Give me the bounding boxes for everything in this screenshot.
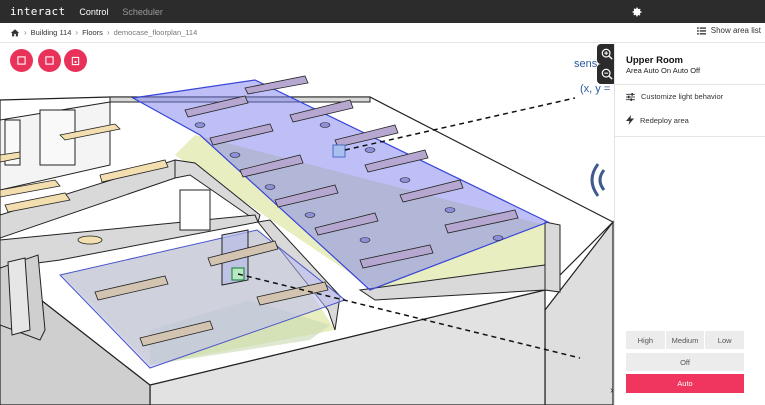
breadcrumb-building[interactable]: Building 114 xyxy=(30,28,72,37)
sensor-coordinate-label: (x, y = 1 xyxy=(580,83,614,95)
tab-control[interactable]: Control xyxy=(79,6,109,17)
breadcrumb-floors[interactable]: Floors xyxy=(82,28,103,37)
square-outline-icon xyxy=(17,56,26,65)
level-low-button[interactable]: Low xyxy=(705,331,745,349)
desk xyxy=(99,159,169,183)
desk xyxy=(274,184,339,208)
sensor-label: sens xyxy=(574,58,598,70)
chair xyxy=(359,237,371,243)
floorplan-map[interactable]: sens (x, y = 1 xyxy=(0,43,614,405)
door-panel xyxy=(7,257,31,336)
chair xyxy=(399,177,411,183)
app-logo: interact xyxy=(10,5,66,18)
zoom-in-button[interactable] xyxy=(597,44,614,64)
chair xyxy=(319,122,331,128)
select-area-tool[interactable] xyxy=(10,49,33,72)
sensor-marker[interactable] xyxy=(332,144,346,158)
desk xyxy=(289,99,354,123)
chair xyxy=(194,122,206,128)
show-area-list-label: Show area list xyxy=(710,26,761,35)
chair xyxy=(444,207,456,213)
desk xyxy=(239,154,304,178)
chair xyxy=(264,184,276,190)
draw-area-tool[interactable] xyxy=(38,49,61,72)
breadcrumb-separator: › xyxy=(75,28,79,37)
redeploy-area-action[interactable]: Redeploy area xyxy=(626,115,689,125)
round-table xyxy=(77,235,103,245)
list-icon xyxy=(696,26,706,35)
desk xyxy=(364,149,429,173)
breadcrumb-floorplan: democase_floorplan_114 xyxy=(113,28,198,37)
desk xyxy=(0,151,21,163)
doorway xyxy=(179,189,211,231)
top-bar: interact Control Scheduler xyxy=(0,0,765,23)
lightning-icon xyxy=(626,115,634,125)
chair xyxy=(364,147,376,153)
floorplan-3d-view[interactable] xyxy=(0,43,614,405)
divider xyxy=(615,84,765,85)
chair xyxy=(229,152,241,158)
desk xyxy=(184,95,249,118)
dashed-line xyxy=(344,97,576,151)
desk xyxy=(0,179,61,198)
breadcrumb: › Building 114 › Floors › democase_floor… xyxy=(0,23,765,43)
wifi-arc xyxy=(598,169,606,191)
sliders-icon xyxy=(626,92,635,101)
desk xyxy=(59,123,121,141)
area-details-panel: Upper Room Area Auto On Auto Off Customi… xyxy=(614,43,765,405)
light-level-selector: High Medium Low xyxy=(626,331,745,349)
wall-bottom-segment xyxy=(358,264,546,301)
wifi-arc xyxy=(590,163,600,197)
dashed-line xyxy=(237,273,581,359)
desk xyxy=(314,212,379,236)
divider xyxy=(615,136,765,137)
customize-light-behavior-action[interactable]: Customize light behavior xyxy=(626,92,723,101)
desk xyxy=(94,275,169,301)
desk xyxy=(444,209,519,234)
auto-button[interactable]: Auto xyxy=(626,374,744,393)
desk xyxy=(359,244,434,269)
home-icon[interactable] xyxy=(10,28,20,38)
desk xyxy=(244,75,309,95)
zoom-out-button[interactable] xyxy=(597,64,614,84)
breadcrumb-separator: › xyxy=(24,28,27,37)
show-area-list-button[interactable]: Show area list xyxy=(696,26,761,35)
chair xyxy=(304,212,316,218)
level-medium-button[interactable]: Medium xyxy=(665,331,705,349)
gear-icon[interactable] xyxy=(631,5,643,17)
luminaire-tool[interactable] xyxy=(64,49,87,72)
desk xyxy=(139,320,214,347)
zoom-in-icon xyxy=(601,48,613,60)
desk xyxy=(207,240,279,267)
tab-scheduler[interactable]: Scheduler xyxy=(122,6,163,17)
desk xyxy=(256,281,329,306)
breadcrumb-separator: › xyxy=(106,28,110,37)
area-title: Upper Room xyxy=(626,55,683,66)
zoom-out-icon xyxy=(601,68,613,80)
level-high-button[interactable]: High xyxy=(626,331,665,349)
wall-right-inner xyxy=(544,221,561,293)
luminaire-icon xyxy=(71,56,80,65)
desk xyxy=(4,192,71,213)
outer-wall-right xyxy=(544,220,614,405)
customize-light-behavior-label: Customize light behavior xyxy=(641,92,724,101)
chevron-right-icon[interactable]: › xyxy=(610,385,614,396)
desk xyxy=(209,123,274,146)
redeploy-area-label: Redeploy area xyxy=(640,115,689,125)
square-outline-icon xyxy=(45,56,54,65)
desk xyxy=(399,179,464,203)
chair xyxy=(492,235,504,241)
off-button[interactable]: Off xyxy=(626,353,744,371)
area-subtitle: Area Auto On Auto Off xyxy=(626,66,701,75)
